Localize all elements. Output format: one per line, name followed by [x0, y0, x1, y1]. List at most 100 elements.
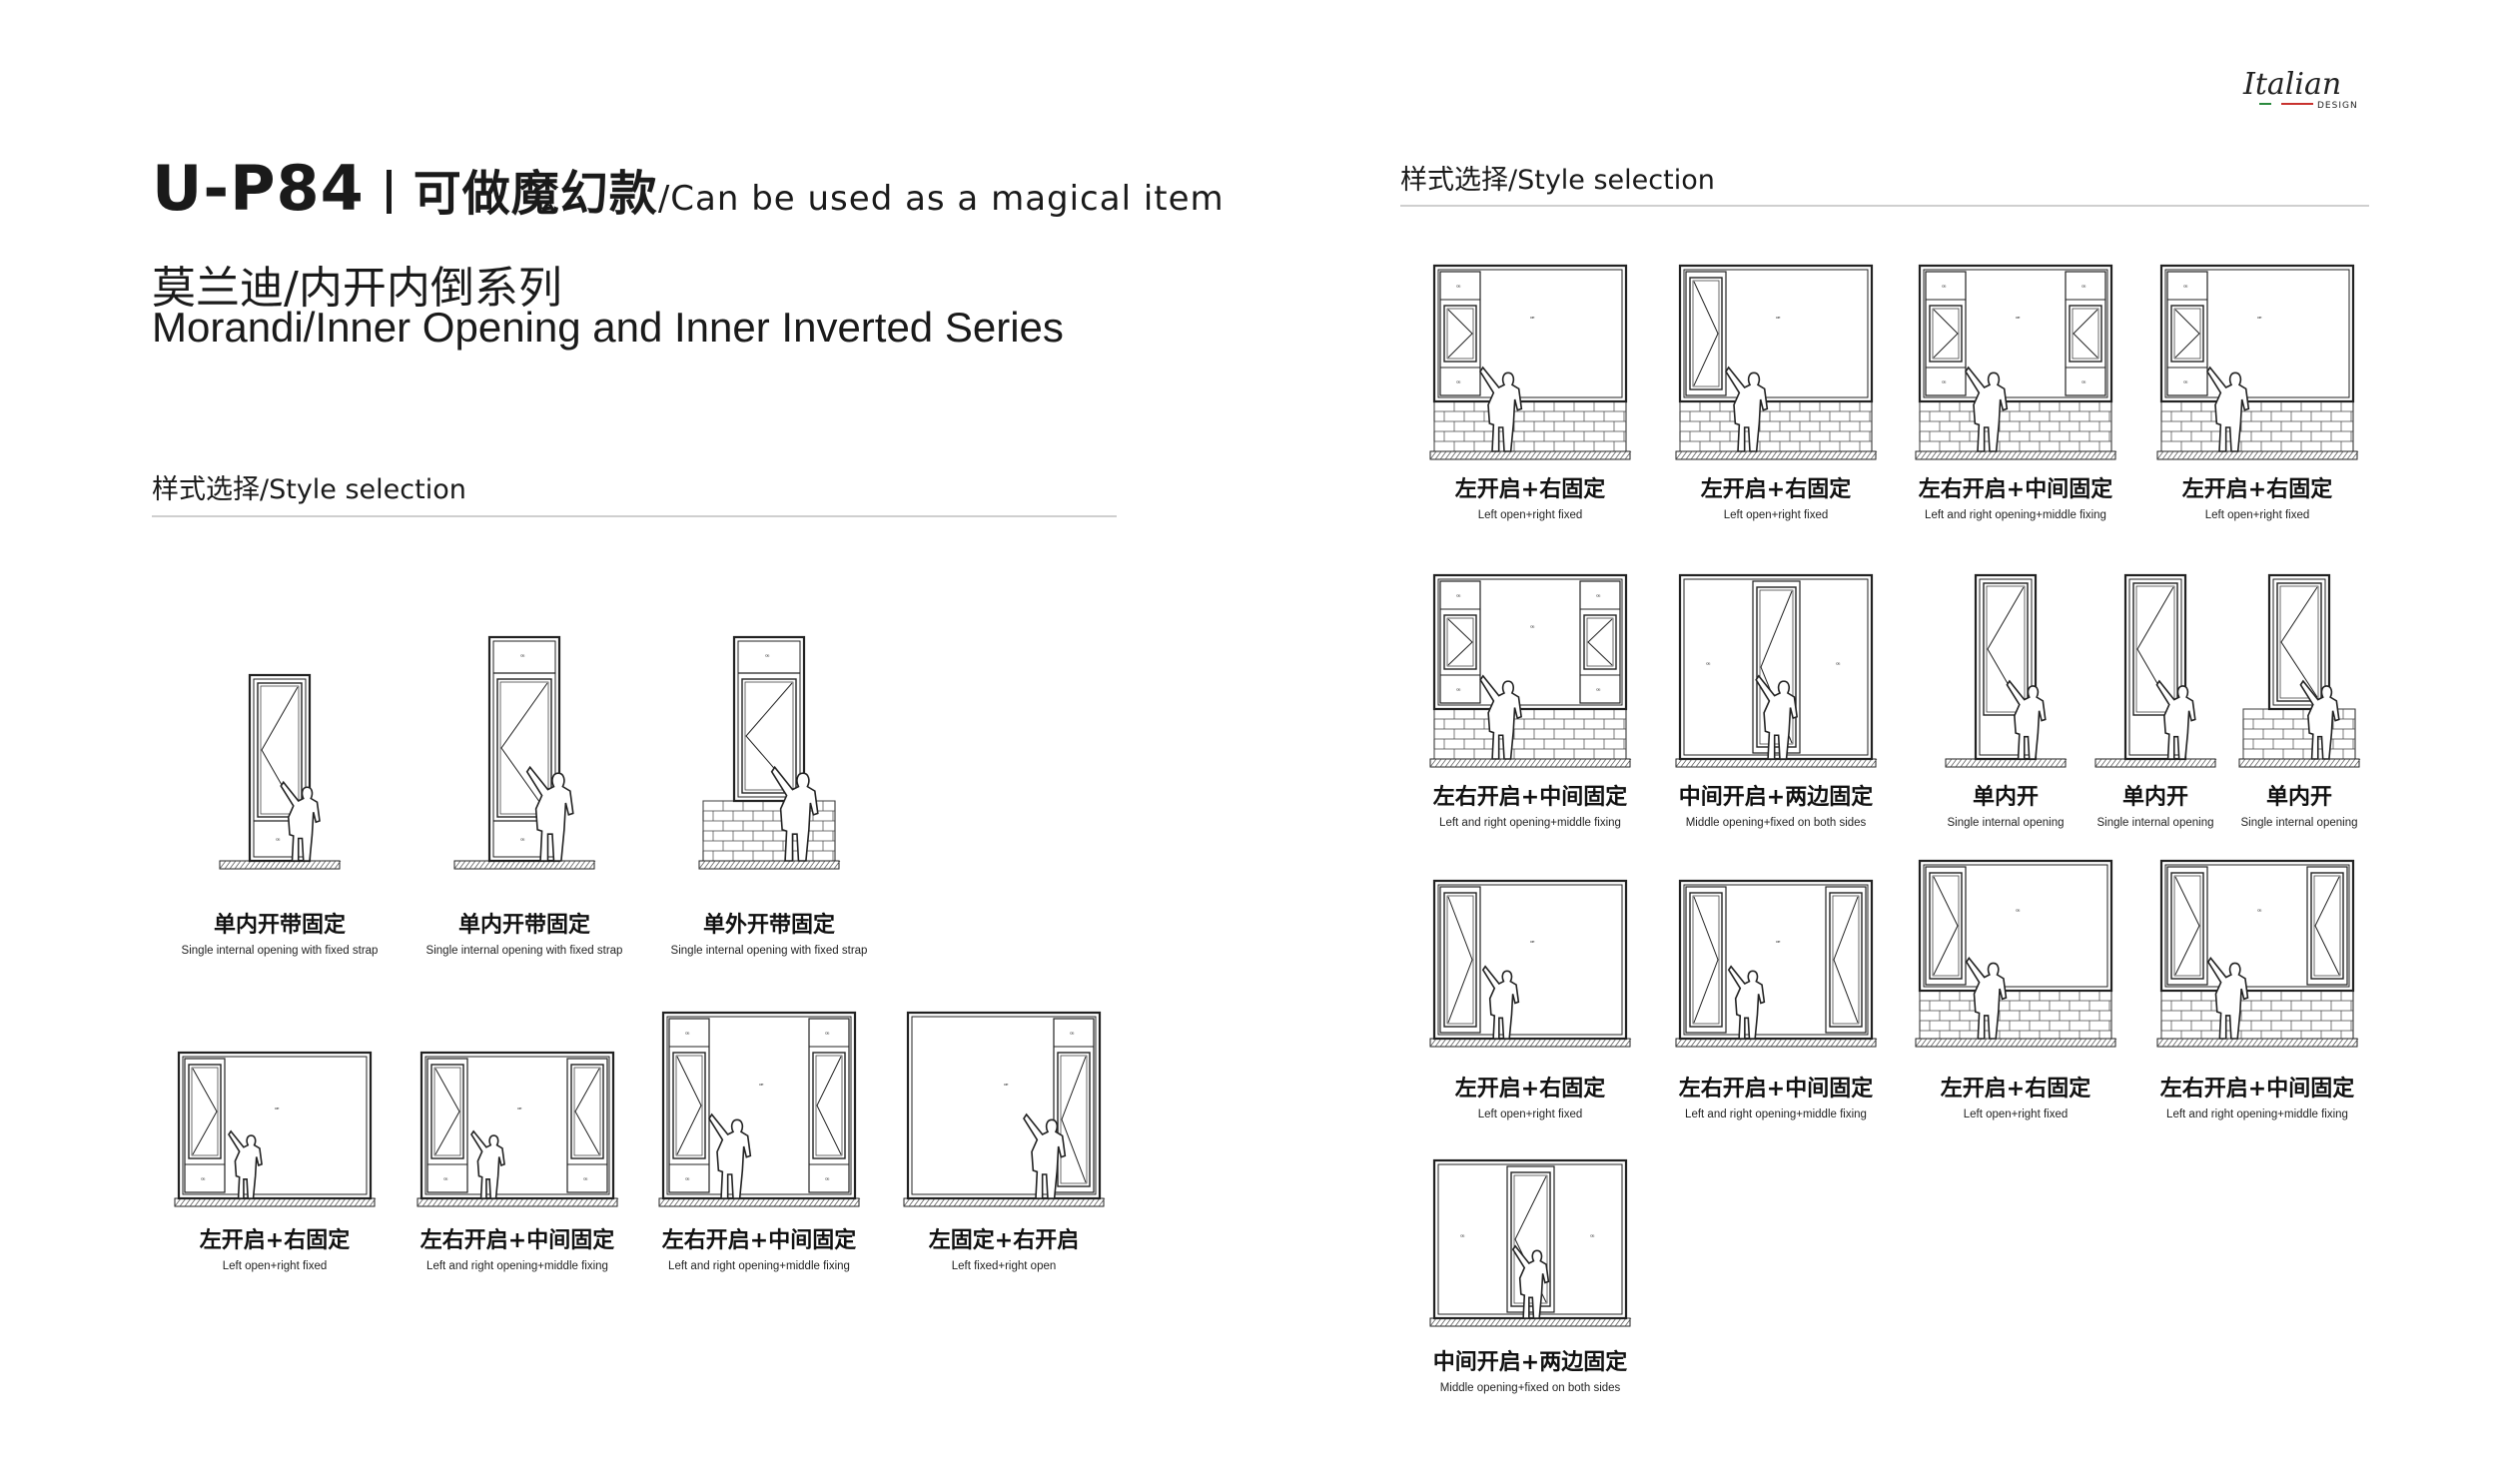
window-style-drawing: ꟹ [1675, 879, 1878, 1048]
svg-text:ꟹ: ꟹ [2257, 316, 2262, 324]
style-name-cn: 左右开启+中间固定 [661, 1228, 857, 1253]
brand-logo-icon: Italian DESIGN [2242, 67, 2358, 111]
style-name-en: Single internal opening [1947, 817, 2065, 829]
magic-tag-en: /Can be used as a magical item [657, 179, 1225, 219]
svg-text:ꟹ: ꟹ [825, 1031, 830, 1039]
style-name-cn: 左开启+右固定 [1454, 1077, 1606, 1102]
svg-text:ꟹ: ꟹ [765, 653, 770, 661]
logo-script: Italian [2242, 67, 2341, 102]
svg-text:ꟹ: ꟹ [1530, 939, 1535, 947]
svg-text:ꟹ: ꟹ [1942, 379, 1947, 387]
svg-text:ꟹ: ꟹ [1596, 687, 1601, 695]
svg-text:ꟹ: ꟹ [2081, 284, 2086, 292]
svg-text:ꟹ: ꟹ [1942, 284, 1947, 292]
style-name-en: Left and right opening+middle fixing [2166, 1109, 2348, 1120]
style-caption: 左右开启+中间固定 Left and right opening+middle f… [2107, 1071, 2407, 1120]
svg-text:ꟹ: ꟹ [1456, 379, 1461, 387]
svg-text:ꟹ: ꟹ [1456, 687, 1461, 695]
svg-text:ꟹ: ꟹ [825, 1176, 830, 1184]
style-caption: 单内开带固定 Single internal opening with fixed… [375, 907, 674, 957]
style-name-en: Single internal opening with fixed strap [425, 945, 623, 957]
svg-text:ꟹ: ꟹ [520, 837, 525, 845]
left-section-title: 样式选择/Style selection [152, 474, 466, 505]
svg-text:ꟹ: ꟹ [1590, 1233, 1595, 1241]
svg-text:ꟹ: ꟹ [1530, 624, 1535, 632]
style-name-cn: 中间开启+两边固定 [1432, 1350, 1628, 1375]
svg-text:ꟹ: ꟹ [1530, 316, 1535, 324]
window-style-drawing: ꟹ [1675, 264, 1878, 460]
svg-text:ꟹ: ꟹ [759, 1083, 764, 1091]
style-caption: 单内开 Single internal opening [2006, 779, 2305, 829]
style-name-en: Single internal opening [2096, 817, 2214, 829]
style-name-cn: 左右开启+中间固定 [1918, 477, 2113, 502]
style-name-en: Left open+right fixed [2204, 509, 2310, 521]
style-name-cn: 左固定+右开启 [928, 1228, 1080, 1253]
magic-tag-cn: 可做魔幻款 [413, 166, 658, 222]
svg-text:ꟹ: ꟹ [2016, 908, 2021, 916]
right-section-rule [1400, 205, 2369, 207]
style-name-en: Left open+right fixed [1723, 509, 1829, 521]
style-caption: 左右开启+中间固定 Left and right opening+middle f… [1380, 779, 1680, 829]
svg-text:ꟹ: ꟹ [2257, 908, 2262, 916]
brand-logo: Italian DESIGN [2237, 58, 2377, 118]
svg-text:ꟹ: ꟹ [201, 1176, 206, 1184]
title-divider [386, 170, 392, 214]
style-name-cn: 中间开启+两边固定 [1678, 785, 1874, 810]
style-name-en: Left fixed+right open [951, 1260, 1057, 1272]
style-name-en: Left and right opening+middle fixing [1685, 1109, 1867, 1120]
svg-text:ꟹ: ꟹ [517, 1107, 522, 1114]
svg-text:ꟹ: ꟹ [276, 837, 281, 845]
window-style-drawing: ꟹꟹ [453, 635, 596, 870]
svg-text:ꟹ: ꟹ [1596, 593, 1601, 601]
svg-text:ꟹ: ꟹ [583, 1176, 588, 1184]
series-title-cn: 莫兰迪/内开内倒系列 [152, 263, 562, 314]
style-name-en: Middle opening+fixed on both sides [1439, 1382, 1621, 1394]
svg-text:ꟹ: ꟹ [520, 653, 525, 661]
style-name-cn: 左右开启+中间固定 [1432, 785, 1628, 810]
style-name-en: Left open+right fixed [222, 1260, 328, 1272]
style-name-cn: 左右开启+中间固定 [2159, 1077, 2355, 1102]
svg-text:ꟹ: ꟹ [1776, 939, 1781, 947]
style-name-cn: 单内开带固定 [457, 913, 590, 938]
window-style-drawing: ꟹ [698, 635, 841, 870]
svg-text:ꟹ: ꟹ [1456, 593, 1461, 601]
style-name-en: Left and right opening+middle fixing [1439, 817, 1621, 829]
style-caption: 左开启+右固定 Left open+right fixed [1626, 471, 1926, 521]
svg-text:ꟹ: ꟹ [685, 1031, 690, 1039]
svg-text:ꟹ: ꟹ [1706, 661, 1711, 669]
style-name-cn: 左右开启+中间固定 [1678, 1077, 1874, 1102]
model-number: U-P84 [152, 152, 365, 225]
left-section-rule [152, 515, 1117, 517]
svg-text:ꟹ: ꟹ [1004, 1083, 1009, 1091]
style-name-en: Single internal opening with fixed strap [181, 945, 379, 957]
window-style-drawing: ꟹꟹꟹ [2156, 264, 2359, 460]
svg-text:ꟹ: ꟹ [1836, 661, 1841, 669]
style-name-en: Left open+right fixed [1963, 1109, 2069, 1120]
style-name-cn: 单内开 [2121, 785, 2188, 810]
window-style-drawing: ꟹ ꟹ ꟹ ꟹ ꟹ [1429, 573, 1632, 768]
logo-word: DESIGN [2317, 101, 2358, 111]
svg-text:ꟹ: ꟹ [1456, 284, 1461, 292]
style-name-cn: 单内开带固定 [213, 913, 346, 938]
window-style-drawing: ꟹꟹ [903, 1011, 1106, 1207]
svg-text:ꟹ: ꟹ [2016, 316, 2021, 324]
window-style-drawing: ꟹ [2156, 859, 2359, 1048]
window-style-drawing: ꟹ [1429, 879, 1632, 1048]
style-name-cn: 左开启+右固定 [1700, 477, 1852, 502]
style-caption: 左固定+右开启 Left fixed+right open [854, 1222, 1154, 1272]
svg-text:ꟹ: ꟹ [1460, 1233, 1465, 1241]
series-title-en: Morandi/Inner Opening and Inner Inverted… [152, 304, 1064, 351]
style-name-en: Single internal opening [2240, 817, 2358, 829]
svg-text:ꟹ: ꟹ [2081, 379, 2086, 387]
